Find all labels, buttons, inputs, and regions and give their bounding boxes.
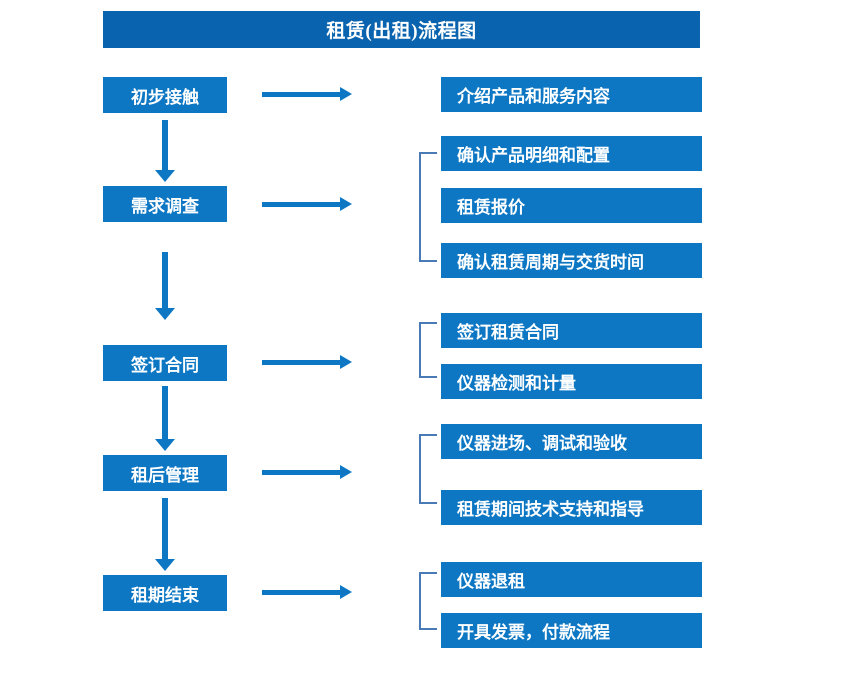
- detail-node-2[interactable]: 确认产品明细和配置: [441, 136, 702, 171]
- right-arrow-4-head: [340, 465, 352, 479]
- right-arrow-5-head: [340, 585, 352, 599]
- stage-node-4[interactable]: 租后管理: [103, 455, 227, 491]
- stage-node-3[interactable]: 签订合同: [103, 345, 227, 381]
- down-arrow-4: [153, 498, 177, 571]
- detail-node-6[interactable]: 仪器检测和计量: [441, 364, 702, 399]
- group-bracket-management: [419, 434, 437, 504]
- detail-node-4[interactable]: 确认租赁周期与交货时间: [441, 243, 702, 278]
- page-title: 租赁(出租)流程图: [103, 11, 700, 48]
- stage-node-5[interactable]: 租期结束: [103, 575, 227, 611]
- down-arrow-3-head: [155, 439, 175, 451]
- down-arrow-3: [153, 386, 177, 451]
- right-arrow-4-shaft: [262, 470, 342, 475]
- down-arrow-3-shaft: [162, 386, 168, 439]
- group-bracket-contract: [419, 322, 437, 378]
- stage-node-2[interactable]: 需求调查: [103, 186, 227, 222]
- detail-node-8[interactable]: 租赁期间技术支持和指导: [441, 490, 702, 525]
- down-arrow-1-shaft: [162, 120, 168, 170]
- right-arrow-1: [262, 86, 352, 102]
- detail-node-9[interactable]: 仪器退租: [441, 562, 702, 597]
- detail-node-5[interactable]: 签订租赁合同: [441, 313, 702, 348]
- right-arrow-3-shaft: [262, 360, 342, 365]
- down-arrow-4-shaft: [162, 498, 168, 559]
- right-arrow-4: [262, 464, 352, 480]
- down-arrow-1: [153, 120, 177, 182]
- right-arrow-5: [262, 584, 352, 600]
- down-arrow-2: [153, 252, 177, 320]
- right-arrow-1-shaft: [262, 92, 342, 97]
- right-arrow-2: [262, 196, 352, 212]
- right-arrow-2-head: [340, 197, 352, 211]
- down-arrow-2-head: [155, 308, 175, 320]
- group-bracket-closing: [419, 572, 437, 630]
- detail-node-10[interactable]: 开具发票，付款流程: [441, 613, 702, 648]
- group-bracket-needs: [419, 152, 437, 262]
- stage-node-1[interactable]: 初步接触: [103, 77, 227, 113]
- detail-node-1[interactable]: 介绍产品和服务内容: [441, 77, 702, 112]
- right-arrow-3: [262, 354, 352, 370]
- down-arrow-2-shaft: [162, 252, 168, 308]
- down-arrow-1-head: [155, 170, 175, 182]
- right-arrow-2-shaft: [262, 202, 342, 207]
- right-arrow-1-head: [340, 87, 352, 101]
- detail-node-7[interactable]: 仪器进场、调试和验收: [441, 424, 702, 459]
- down-arrow-4-head: [155, 559, 175, 571]
- right-arrow-3-head: [340, 355, 352, 369]
- right-arrow-5-shaft: [262, 590, 342, 595]
- detail-node-3[interactable]: 租赁报价: [441, 188, 702, 223]
